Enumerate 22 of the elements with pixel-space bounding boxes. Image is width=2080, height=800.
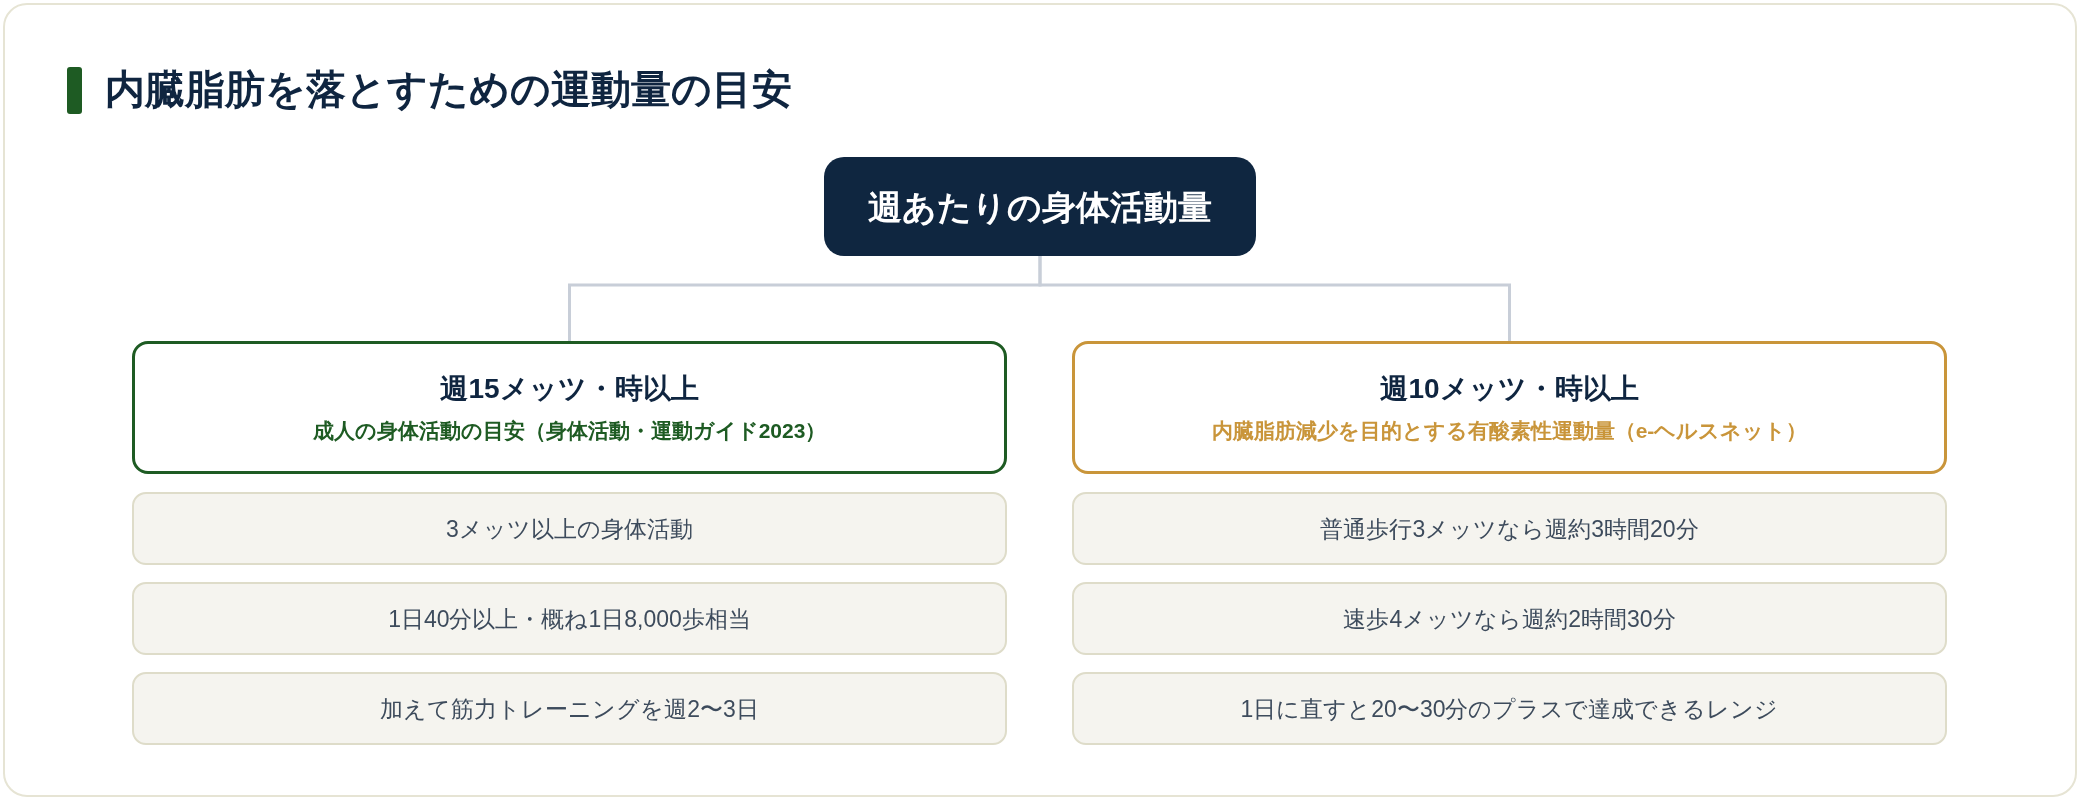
source-note: 成人の身体活動の目安（身体活動・運動ガイド2023） bbox=[312, 417, 827, 444]
detail-box bbox=[132, 672, 1007, 745]
detail-text: 3メッツ以上の身体活動 bbox=[446, 514, 693, 544]
summary-box bbox=[824, 157, 1256, 256]
target-box bbox=[132, 341, 1007, 474]
source-note: 内臓脂肪減少を目的とする有酸素性運動量（e-ヘルスネット） bbox=[1211, 417, 1808, 444]
connector-line bbox=[1038, 256, 1511, 341]
diagram-title: 内臓脂肪を落とすための運動量の目安 bbox=[105, 66, 792, 113]
detail-box bbox=[1072, 582, 1947, 655]
detail-box bbox=[1072, 672, 1947, 745]
summary-heading: 週あたりの身体活動量 bbox=[868, 186, 1212, 228]
detail-box bbox=[132, 492, 1007, 565]
detail-text: 加えて筋力トレーニングを週2〜3日 bbox=[380, 694, 759, 724]
detail-box bbox=[1072, 492, 1947, 565]
detail-text: 速歩4メッツなら週約2時間30分 bbox=[1343, 604, 1676, 634]
target-box bbox=[1072, 341, 1947, 474]
detail-box bbox=[132, 582, 1007, 655]
target-heading: 週15メッツ・時以上 bbox=[440, 371, 699, 406]
detail-text: 1日40分以上・概ね1日8,000歩相当 bbox=[388, 604, 751, 634]
target-heading: 週10メッツ・時以上 bbox=[1380, 371, 1639, 406]
detail-text: 1日に直すと20〜30分のプラスで達成できるレンジ bbox=[1240, 694, 1779, 724]
detail-text: 普通歩行3メッツなら週約3時間20分 bbox=[1320, 514, 1699, 544]
